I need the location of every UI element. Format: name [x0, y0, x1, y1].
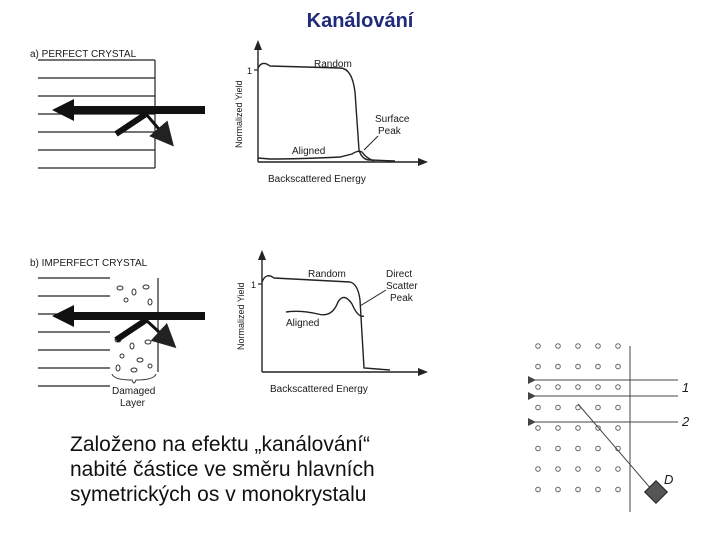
panel-a-random-curve: [257, 62, 396, 162]
lattice-label-1: 1: [682, 380, 689, 395]
panel-b-graph: [258, 250, 428, 376]
panel-b-aligned-curve: [285, 296, 365, 317]
lattice-atom: [575, 384, 581, 390]
panel-a-beam-arrow: [52, 99, 205, 147]
lattice-atoms: [535, 343, 621, 493]
panel-b-random-label: Random: [308, 269, 346, 280]
panel-a-peak-label-2: Peak: [378, 126, 402, 137]
lattice-figure: 1 2 D: [522, 338, 710, 518]
panel-b: b) IMPERFECT CRYSTAL D: [30, 250, 428, 409]
lattice-atom: [615, 384, 621, 390]
lattice-atom: [615, 363, 621, 370]
slide-title: Kanálování: [306, 10, 414, 32]
lattice-atom: [535, 486, 541, 493]
panel-b-y-label: Normalized Yield: [236, 282, 246, 350]
panel-b-peak-pointer: [359, 289, 387, 307]
lattice-atom: [535, 466, 541, 472]
lattice-atom: [615, 425, 621, 431]
lattice-atom: [615, 486, 621, 493]
lattice-atom: [615, 343, 621, 349]
lattice-atom: [575, 425, 581, 431]
lattice-atom: [575, 445, 581, 452]
lattice-label-detector: D: [664, 472, 673, 487]
panel-b-aligned-label: Aligned: [286, 318, 319, 329]
lattice-atom: [555, 425, 561, 431]
lattice-atom: [595, 384, 601, 390]
panel-b-crystal: [38, 277, 159, 387]
panel-a-aligned-label: Aligned: [292, 146, 325, 157]
lattice-atom: [555, 404, 561, 411]
panel-a-y-label: Normalized Yield: [234, 80, 244, 148]
lattice-atom: [555, 486, 561, 493]
lattice-atom: [595, 404, 601, 411]
panel-b-x-label: Backscattered Energy: [270, 384, 368, 395]
panel-a-peak-label-1: Surface: [375, 114, 410, 125]
panel-b-random-curve: [261, 275, 391, 371]
lattice-label-2: 2: [681, 414, 690, 429]
lattice-atom: [535, 425, 541, 431]
panel-b-beam-arrow: [52, 305, 205, 349]
lattice-atom: [595, 425, 601, 431]
detector-icon: [643, 479, 669, 505]
lattice-atom: [555, 466, 561, 472]
panel-a: a) PERFECT CRYSTAL 1 Normaliz: [30, 40, 428, 185]
lattice-atom: [595, 343, 601, 349]
panel-a-aligned-curve: [257, 150, 375, 162]
lattice-atom: [575, 343, 581, 349]
panel-a-heading: a) PERFECT CRYSTAL: [30, 49, 137, 60]
panel-b-peak-label-1: Direct: [386, 269, 412, 280]
panel-b-heading: b) IMPERFECT CRYSTAL: [30, 258, 148, 269]
panel-a-random-label: Random: [314, 59, 352, 70]
lattice-atom: [575, 404, 581, 411]
lattice-atom: [535, 404, 541, 411]
panel-b-damaged-label-1: Damaged: [112, 386, 155, 397]
panel-a-graph: [254, 40, 428, 166]
lattice-atom: [595, 466, 601, 472]
panel-b-y-tick: 1: [251, 280, 256, 290]
panel-a-y-tick: 1: [247, 66, 252, 76]
lattice-atom: [535, 384, 541, 390]
lattice-atom: [615, 466, 621, 472]
lattice-atom: [535, 343, 541, 349]
lattice-atom: [575, 363, 581, 370]
lattice-atom: [615, 404, 621, 411]
lattice-atom: [555, 445, 561, 452]
panel-a-x-label: Backscattered Energy: [268, 174, 366, 185]
lattice-atom: [535, 445, 541, 452]
lattice-atom: [595, 445, 601, 452]
lattice-atom: [575, 486, 581, 493]
description-text: Založeno na efektu „kanálování“ nabité č…: [70, 433, 375, 506]
lattice-atom: [555, 343, 561, 349]
lattice-atom: [555, 384, 561, 390]
lattice-atom: [535, 363, 541, 370]
panel-a-peak-pointer: [363, 135, 379, 151]
lattice-atom: [595, 363, 601, 370]
lattice-scatter-path: [577, 403, 653, 491]
panel-b-peak-label-2: Scatter: [386, 281, 418, 292]
panel-b-damaged-label-2: Layer: [120, 398, 146, 409]
panel-b-damaged-layer: [111, 284, 157, 384]
lattice-atom: [555, 363, 561, 370]
lattice-atom: [575, 466, 581, 472]
lattice-atom: [595, 486, 601, 493]
panel-b-peak-label-3: Peak: [390, 293, 414, 304]
